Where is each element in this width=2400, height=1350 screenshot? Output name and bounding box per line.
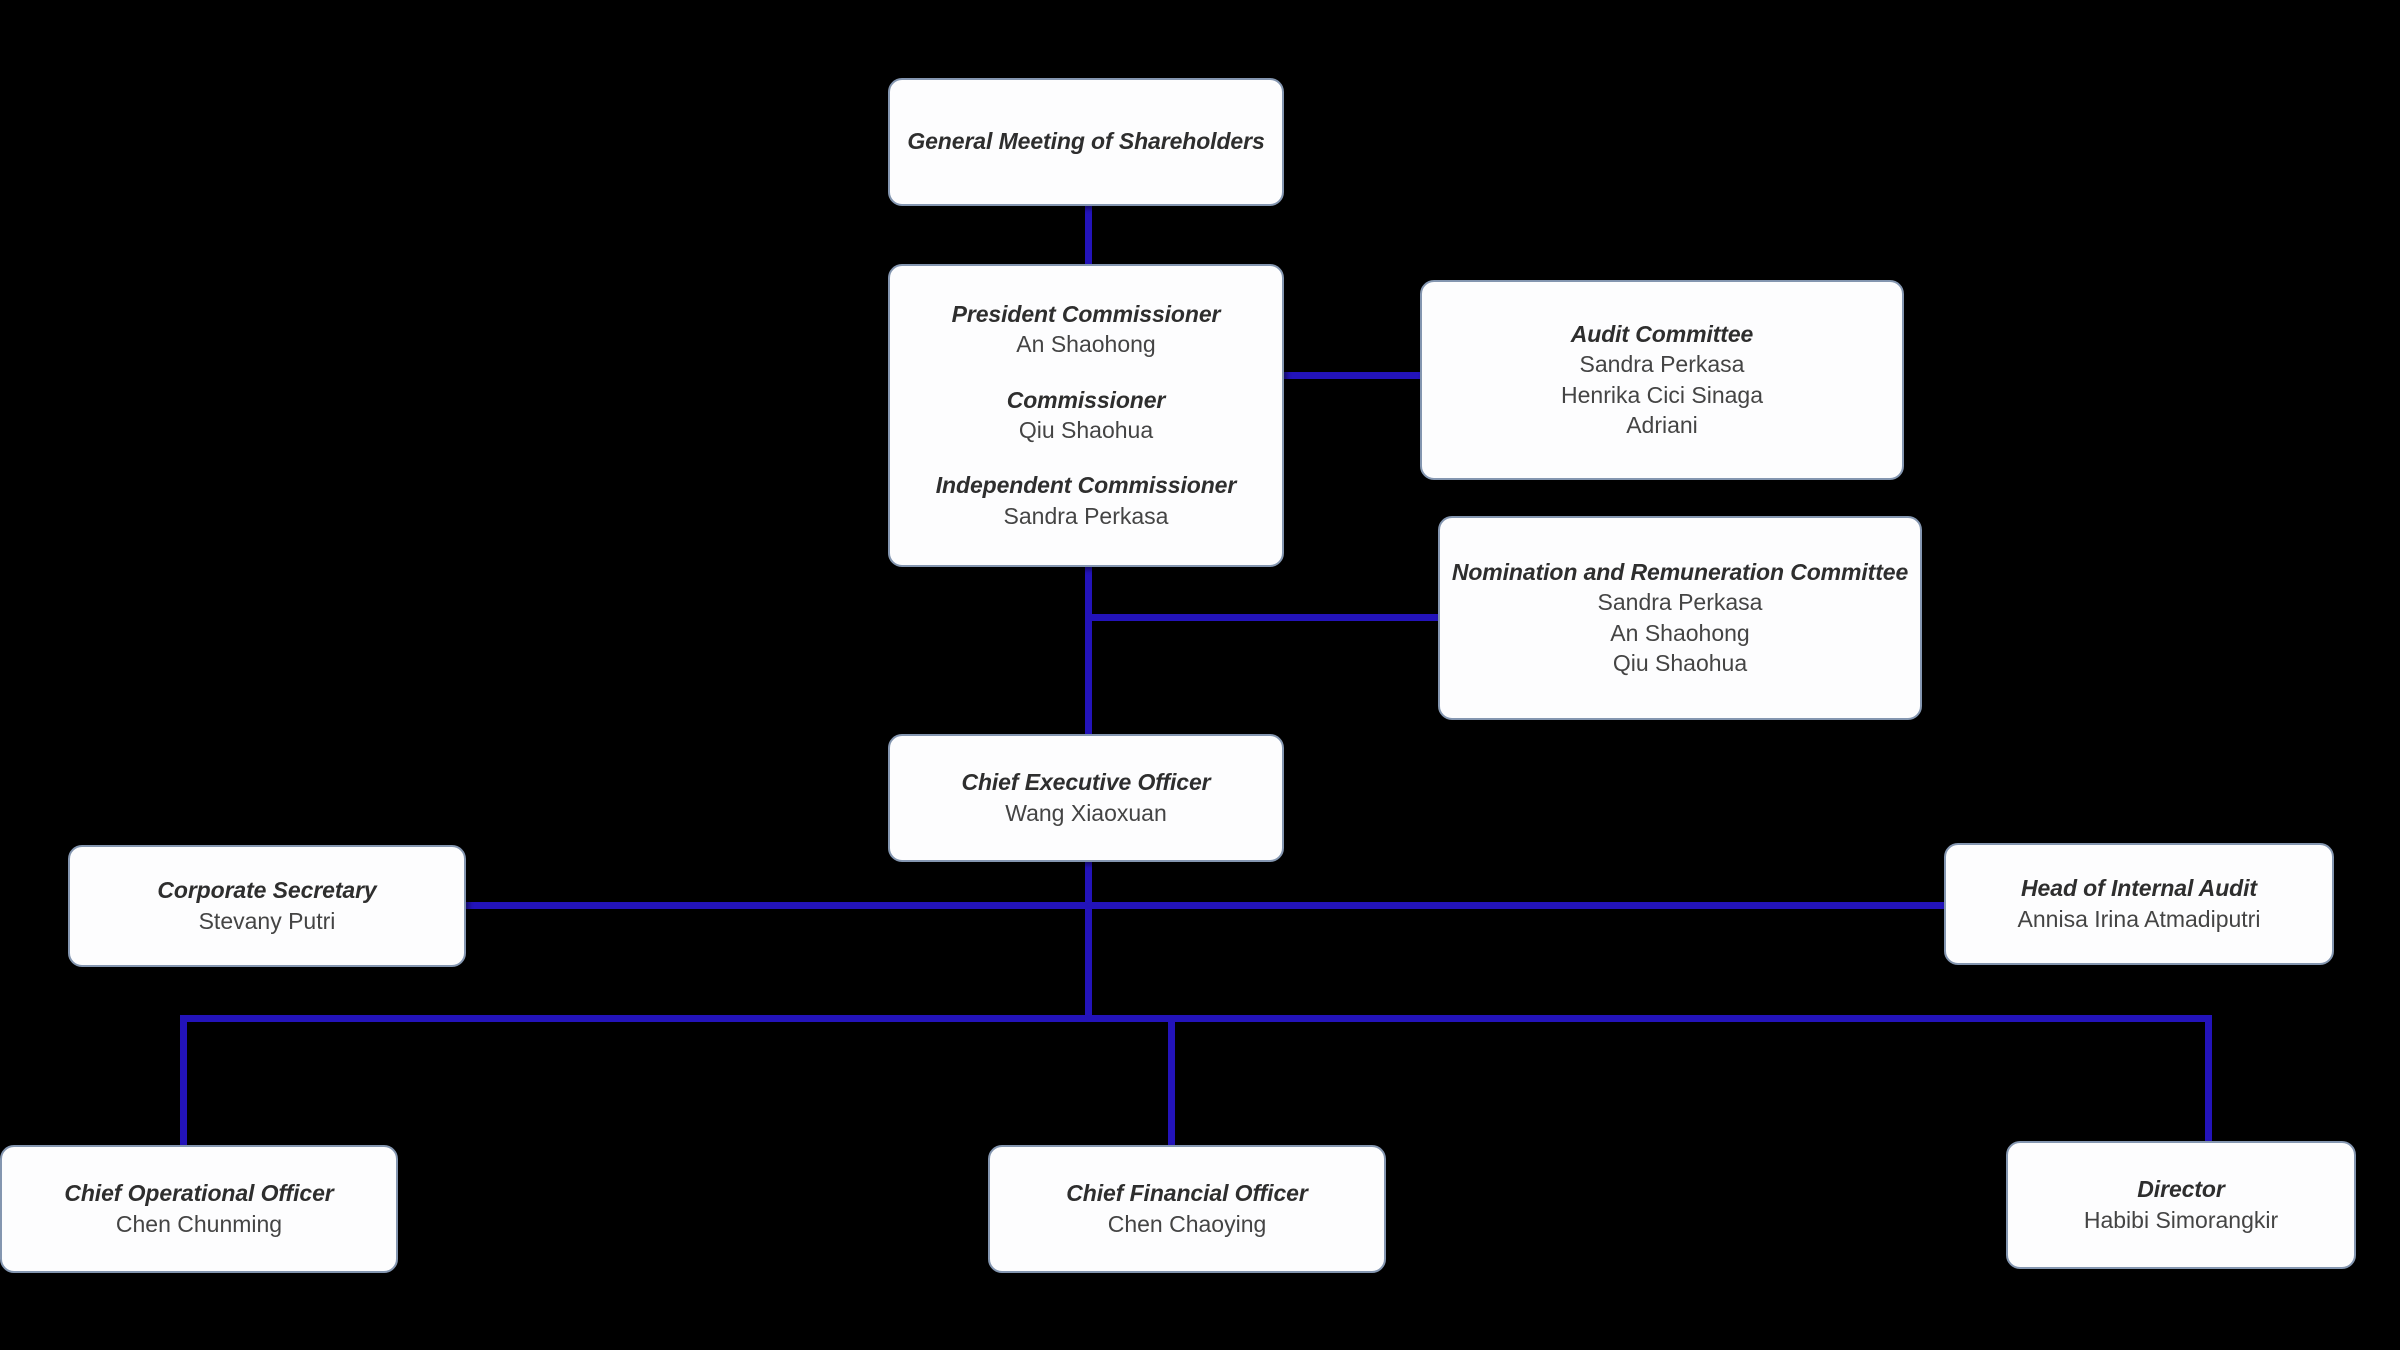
connector-bus-to-director — [2205, 1015, 2212, 1146]
person-name: Qiu Shaohua — [1612, 649, 1748, 676]
person-name: Adriani — [1626, 411, 1698, 438]
connector-bus-to-cfo — [1168, 1015, 1175, 1150]
node-title: Corporate Secretary — [157, 877, 377, 904]
person-name: Sandra Perkasa — [1597, 589, 1763, 616]
connector-ceo-to-bus — [1085, 859, 1092, 1022]
person-name: Chen Chaoying — [1107, 1210, 1267, 1237]
commissioner-group-independent: Independent Commissioner Sandra Perkasa — [935, 471, 1237, 531]
person-name: Henrika Cici Sinaga — [1561, 381, 1763, 408]
node-head-of-internal-audit[interactable]: Head of Internal Audit Annisa Irina Atma… — [1944, 843, 2334, 965]
person-name: Annisa Irina Atmadiputri — [2017, 905, 2261, 932]
person-name: Sandra Perkasa — [1579, 351, 1745, 378]
node-title: President Commissioner — [951, 300, 1221, 327]
node-audit-committee[interactable]: Audit Committee Sandra Perkasa Henrika C… — [1420, 280, 1904, 480]
connector-directors-bus — [180, 1015, 2212, 1022]
connector-president-commissioner-to-ceo — [1085, 564, 1092, 738]
node-title: Audit Committee — [1570, 320, 1754, 347]
node-title: Chief Executive Officer — [961, 769, 1211, 796]
person-name: Sandra Perkasa — [1003, 502, 1169, 529]
node-general-meeting-of-shareholders[interactable]: General Meeting of Shareholders — [888, 78, 1284, 206]
person-name: Qiu Shaohua — [1018, 417, 1154, 444]
commissioner-group-commissioner: Commissioner Qiu Shaohua — [1007, 386, 1166, 446]
node-title: Chief Financial Officer — [1066, 1180, 1308, 1207]
node-title: Head of Internal Audit — [2021, 875, 2257, 902]
person-name: Chen Chunming — [115, 1210, 283, 1237]
node-title: Independent Commissioner — [935, 472, 1237, 499]
node-title: General Meeting of Shareholders — [907, 128, 1265, 155]
connector-president-commissioner-to-audit-committee — [1282, 372, 1422, 379]
node-director[interactable]: Director Habibi Simorangkir — [2006, 1141, 2356, 1269]
connector-to-nomination-remuneration-committee — [1085, 614, 1440, 621]
node-title: Nomination and Remuneration Committee — [1451, 558, 1909, 585]
person-name: Wang Xiaoxuan — [1005, 799, 1167, 826]
person-name: Habibi Simorangkir — [2083, 1206, 2279, 1233]
person-name: An Shaohong — [1016, 331, 1156, 358]
node-title: Commissioner — [1006, 386, 1166, 413]
node-chief-financial-officer[interactable]: Chief Financial Officer Chen Chaoying — [988, 1145, 1386, 1273]
person-name: An Shaohong — [1610, 619, 1750, 646]
node-board-of-commissioners[interactable]: President Commissioner An Shaohong Commi… — [888, 264, 1284, 567]
commissioner-group-president: President Commissioner An Shaohong — [952, 300, 1221, 360]
node-chief-executive-officer[interactable]: Chief Executive Officer Wang Xiaoxuan — [888, 734, 1284, 862]
connector-shareholders-to-president-commissioner — [1085, 203, 1092, 267]
person-name: Stevany Putri — [198, 907, 336, 934]
node-corporate-secretary[interactable]: Corporate Secretary Stevany Putri — [68, 845, 466, 967]
node-title: Director — [2137, 1176, 2225, 1203]
node-nomination-and-remuneration-committee[interactable]: Nomination and Remuneration Committee Sa… — [1438, 516, 1922, 720]
node-title: Chief Operational Officer — [64, 1180, 334, 1207]
connector-bus-to-coo — [180, 1015, 187, 1150]
node-chief-operational-officer[interactable]: Chief Operational Officer Chen Chunming — [0, 1145, 398, 1273]
connector-corporate-secretary-to-head-of-internal-audit — [464, 902, 1946, 909]
